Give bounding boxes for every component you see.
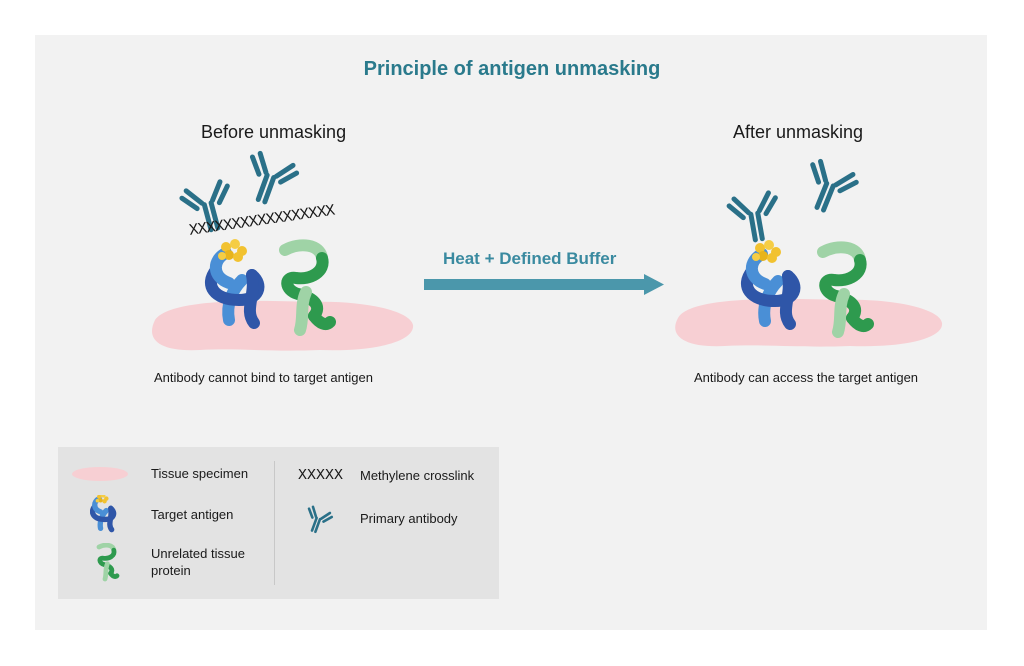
legend-label-target-antigen: Target antigen xyxy=(151,507,234,522)
before-caption: Antibody cannot bind to target antigen xyxy=(154,370,373,385)
legend-divider xyxy=(274,461,275,585)
legend-label-primary-antibody: Primary antibody xyxy=(360,511,458,526)
legend: Tissue specimen Target antigen Unrelated… xyxy=(58,447,499,599)
tissue-specimen-before xyxy=(152,300,414,351)
antibody-after-free xyxy=(798,159,858,217)
before-heading: Before unmasking xyxy=(201,122,347,142)
unrelated-protein-icon xyxy=(92,543,122,583)
tissue-specimen-icon xyxy=(72,467,128,481)
process-arrow xyxy=(424,274,664,295)
after-heading: After unmasking xyxy=(733,122,864,142)
legend-label-tissue-specimen: Tissue specimen xyxy=(151,466,249,481)
diagram-title: Principle of antigen unmasking xyxy=(363,58,661,80)
process-label: Heat + Defined Buffer xyxy=(443,249,617,268)
target-antigen-icon xyxy=(90,495,120,535)
antibody-before-right xyxy=(239,151,298,208)
legend-label-unrelated-protein: Unrelated tissue protein xyxy=(151,546,245,578)
primary-antibody-icon xyxy=(301,504,334,537)
legend-label-methylene-crosslink: Methylene crosslink xyxy=(360,468,475,483)
antibody-after-bound xyxy=(728,192,782,243)
after-caption: Antibody can access the target antigen xyxy=(694,370,919,385)
crosslink-icon: XXXXX xyxy=(298,467,344,484)
tissue-specimen-after xyxy=(675,298,943,347)
